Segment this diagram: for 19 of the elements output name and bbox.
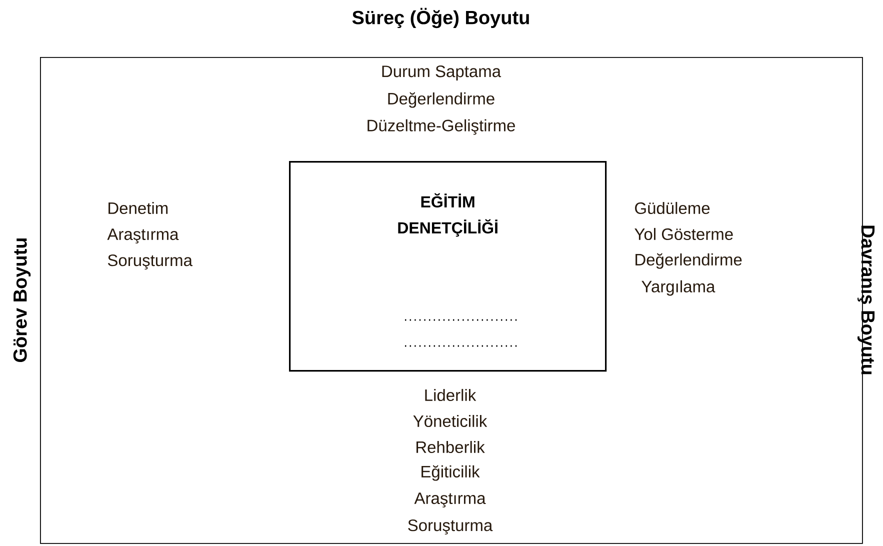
list-item: Araştırma <box>414 492 486 508</box>
dimension-heading: Süreç (Öğe) Boyutu <box>352 8 529 28</box>
list-item: Değerlendirme <box>636 253 742 269</box>
title-box: EĞİTİM DENETÇİLİĞİ <box>289 161 607 372</box>
list-item: Soruşturma <box>108 254 192 270</box>
list-item: Soruşturma <box>408 520 493 535</box>
list-item: Yargılama <box>642 280 716 296</box>
list-item: Liderlik <box>425 388 476 402</box>
list-item: Eğiticilik <box>422 465 480 481</box>
list-item: Yöneticilik <box>413 414 488 428</box>
list-item: Rehberlik <box>416 440 485 454</box>
dimension-heading: Görev Boyutu <box>13 238 31 362</box>
list-item: Araştırma <box>107 228 179 244</box>
list-item: Denetim <box>108 202 168 214</box>
list-item: Güdüleme <box>635 202 710 214</box>
list-item: Değerlendirme <box>388 92 494 108</box>
list-item: Durum Saptama <box>382 66 502 80</box>
list-item: Yol Gösterme <box>634 228 733 240</box>
list-item: Düzeltme-Geliştirme <box>368 119 515 135</box>
